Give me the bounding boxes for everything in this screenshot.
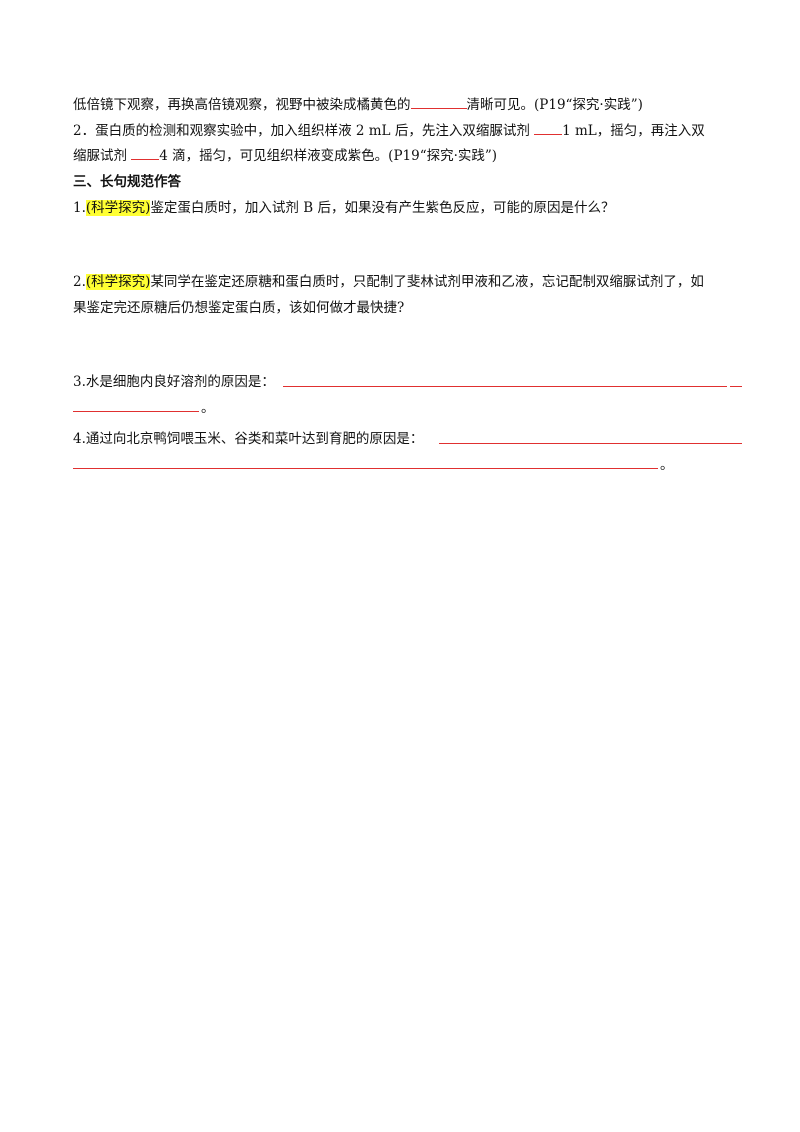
line-text: 清晰可见。(P19“探究·实践”) <box>466 97 643 113</box>
long-answer-question-2-line-2: 果鉴定完还原糖后仍想鉴定蛋白质，该如何做才最快捷? <box>73 298 404 318</box>
long-answer-question-2-line-1: 2.(科学探究)某同学在鉴定还原糖和蛋白质时，只配制了斐林试剂甲液和乙液，忘记配… <box>73 272 704 292</box>
question-number: 2. <box>73 274 86 290</box>
long-answer-question-3: 3.水是细胞内良好溶剂的原因是： <box>73 372 275 392</box>
line-text: 2．蛋白质的检测和观察实验中，加入组织样液 2 mL 后，先注入双缩脲试剂 <box>73 123 535 139</box>
question-text: 4.通过向北京鸭饲喂玉米、谷类和菜叶达到育肥的原因是： <box>73 431 424 447</box>
long-answer-question-1: 1.(科学探究)鉴定蛋白质时，加入试剂 B 后，如果没有产生紫色反应，可能的原因… <box>73 198 614 218</box>
answer-line[interactable] <box>439 443 742 444</box>
answer-line[interactable] <box>730 386 742 387</box>
subject-tag: (科学探究) <box>85 274 151 290</box>
line-text: 缩脲试剂 <box>73 148 132 164</box>
answer-line[interactable] <box>73 411 199 412</box>
long-answer-question-4: 4.通过向北京鸭饲喂玉米、谷类和菜叶达到育肥的原因是： <box>73 429 423 449</box>
answer-blank[interactable] <box>534 121 563 135</box>
answer-line[interactable] <box>73 468 658 469</box>
line-text: 1 mL，摇匀，再注入双 <box>562 123 705 139</box>
section-heading: 三、长句规范作答 <box>73 174 181 190</box>
question-text: 3.水是细胞内良好溶剂的原因是： <box>73 374 275 390</box>
question-2-line-2: 缩脲试剂 4 滴，摇匀，可见组织样液变成紫色。(P19“探究·实践”) <box>73 146 497 166</box>
question-number: 1. <box>73 200 86 216</box>
sentence-end: 。 <box>201 400 215 416</box>
question-text: 鉴定蛋白质时，加入试剂 B 后，如果没有产生紫色反应，可能的原因是什么？ <box>150 200 615 216</box>
answer-blank[interactable] <box>131 146 160 160</box>
line-text: 低倍镜下观察，再换高倍镜观察，视野中被染成橘黄色的 <box>73 97 411 113</box>
answer-line[interactable] <box>283 386 727 387</box>
sentence-end: 。 <box>660 457 674 473</box>
question-2-line-1: 2．蛋白质的检测和观察实验中，加入组织样液 2 mL 后，先注入双缩脲试剂 1 … <box>73 121 705 141</box>
fill-blank-line-1: 低倍镜下观察，再换高倍镜观察，视野中被染成橘黄色的 清晰可见。(P19“探究·实践… <box>73 95 643 115</box>
subject-tag: (科学探究) <box>85 200 151 216</box>
question-text: 某同学在鉴定还原糖和蛋白质时，只配制了斐林试剂甲液和乙液，忘记配制双缩脲试剂了，… <box>150 274 704 290</box>
line-text: 4 滴，摇匀，可见组织样液变成紫色。(P19“探究·实践”) <box>159 148 498 164</box>
answer-blank[interactable] <box>410 95 467 109</box>
question-text: 果鉴定完还原糖后仍想鉴定蛋白质，该如何做才最快捷? <box>73 300 405 316</box>
